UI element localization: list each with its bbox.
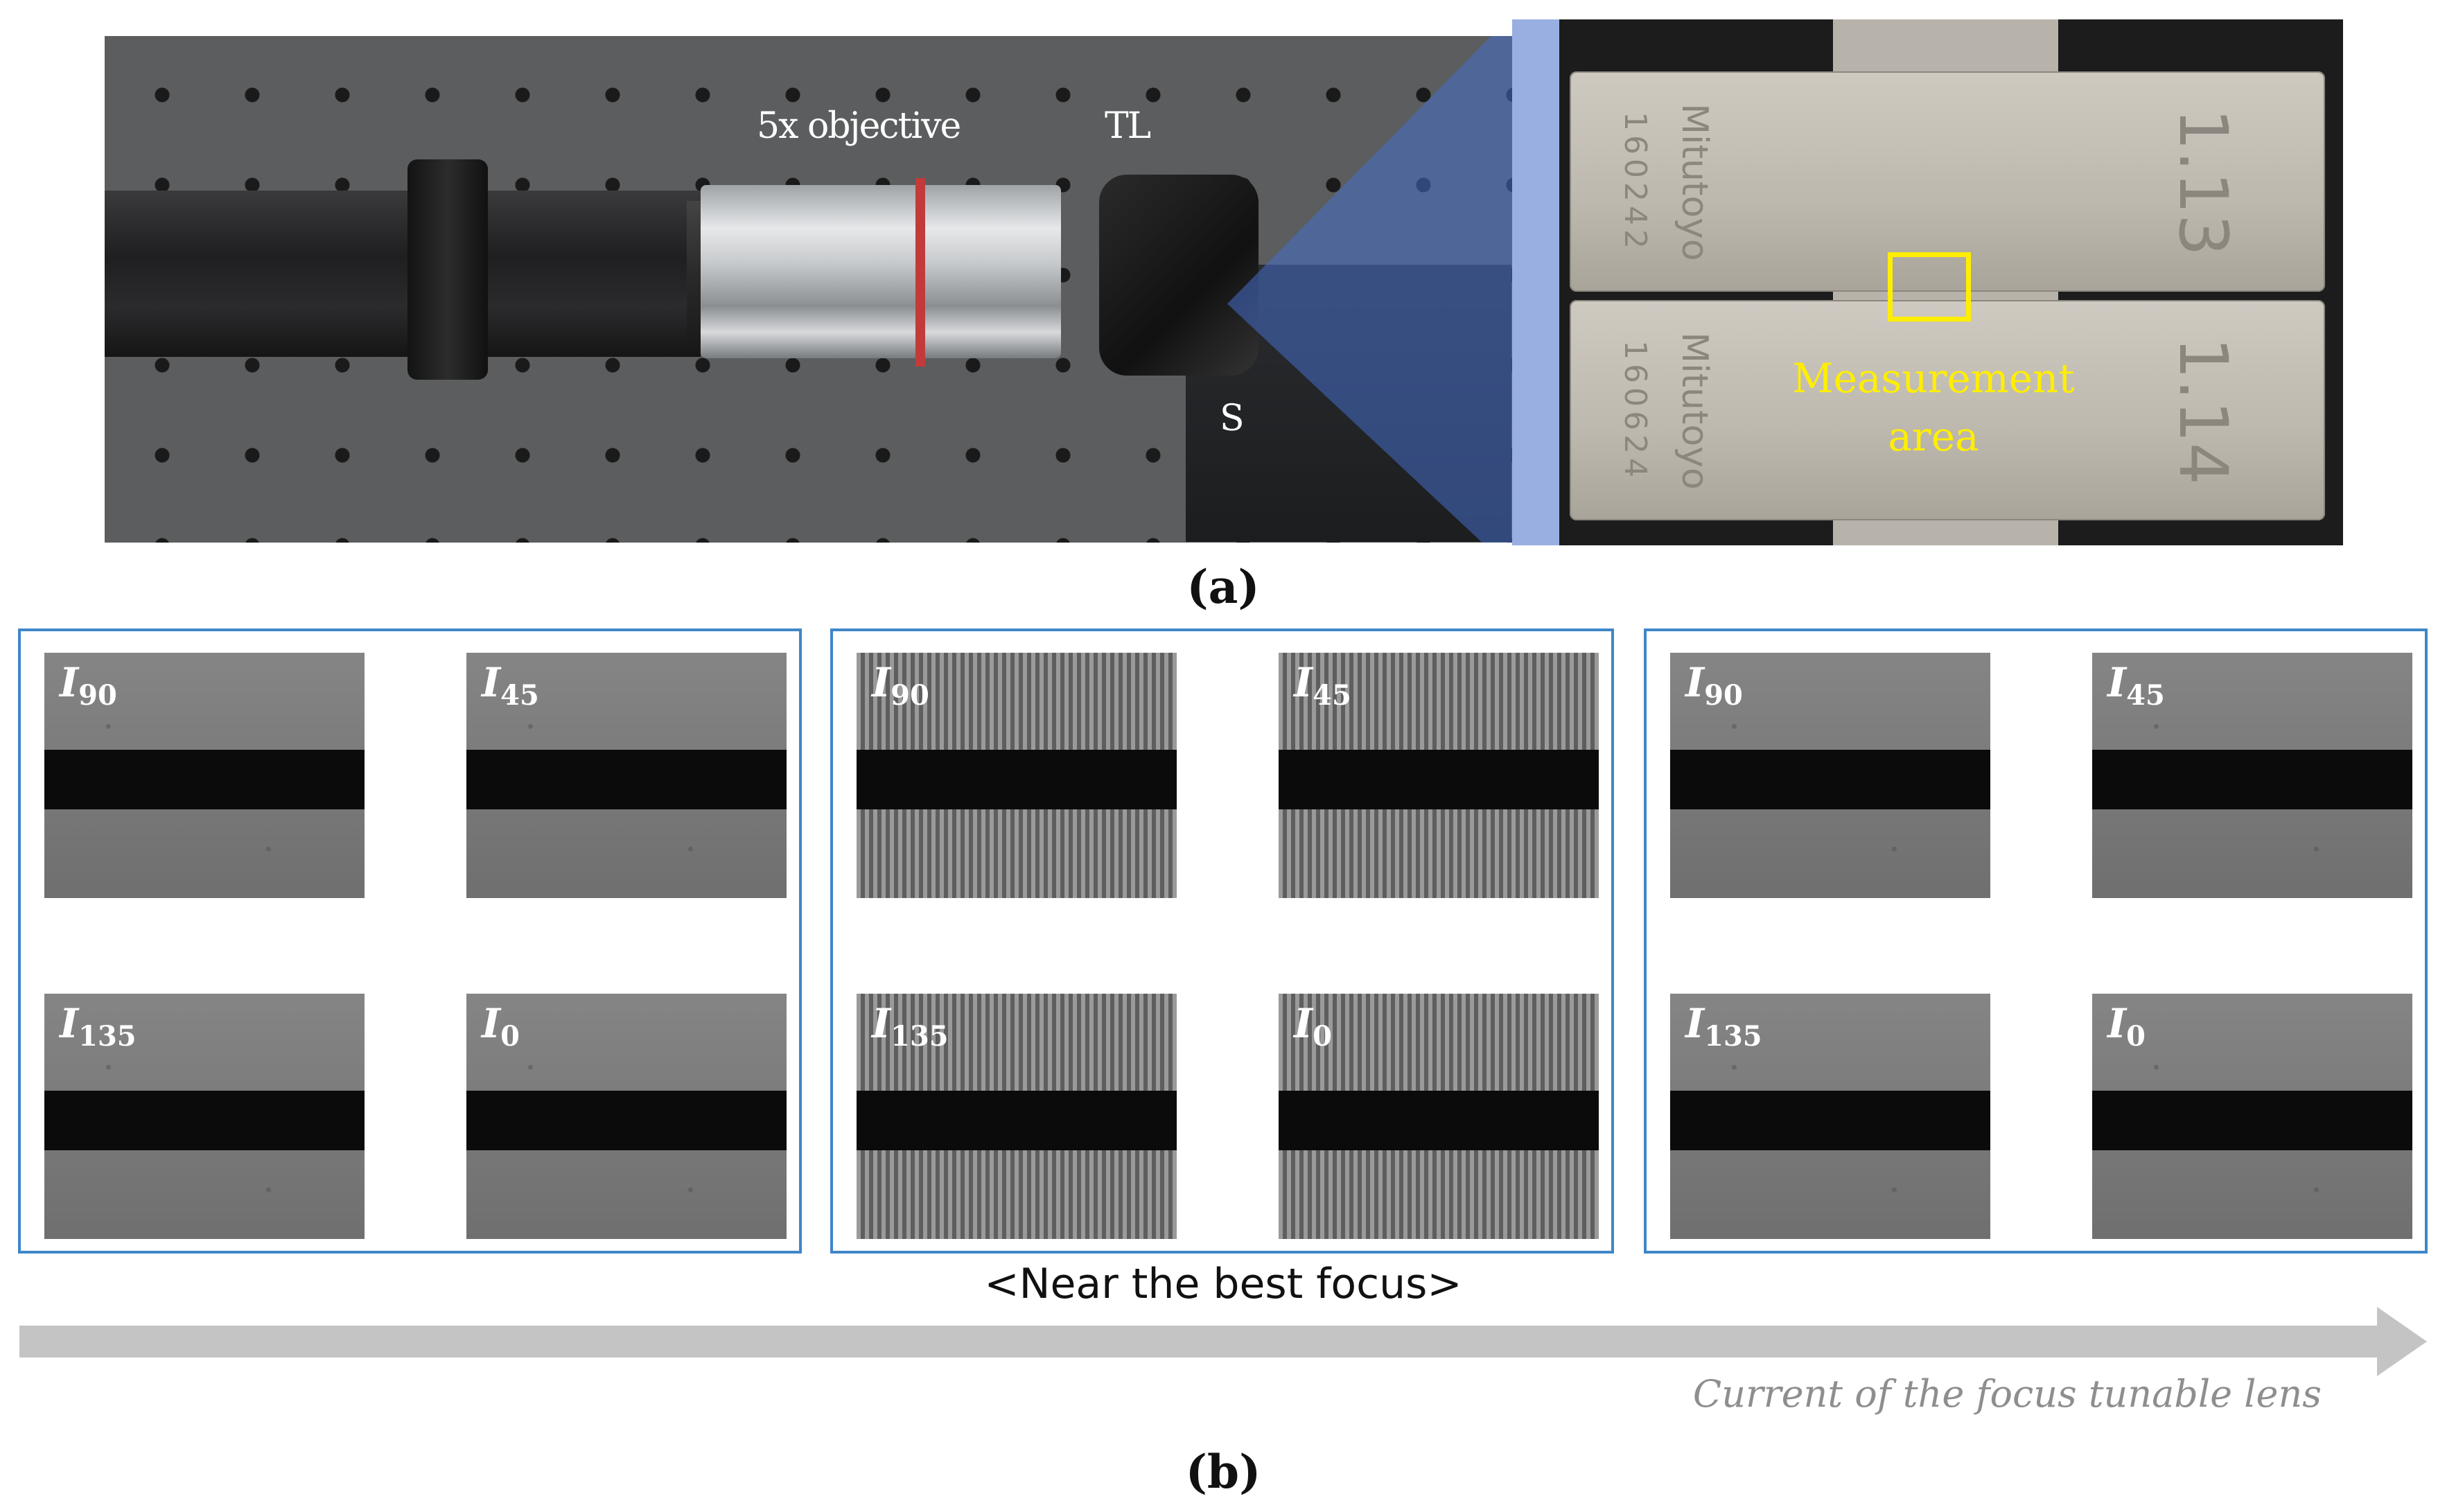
panel-a-caption: (a) [1186,560,1260,614]
intensity-symbol: I [482,659,501,706]
gauge-gap-band [857,750,1177,809]
intensity-symbol: I [1294,1000,1313,1047]
gauge-gap-band [1670,750,1990,809]
tube-lens-mount [1099,175,1258,376]
tube-lens-label: TL [1105,105,1151,147]
gauge-gap-band [466,750,787,809]
polarization-image-90: I90 [857,653,1177,898]
intensity-symbol: I [2107,1000,2127,1047]
gauge-block-lower-brand: Mitutoyo [1674,332,1715,490]
polarization-label: I45 [2107,662,2165,710]
gauge-block-photo: Mitutoyo 160242 1.13 Mitutoyo 160624 1.1… [1559,19,2343,545]
polarization-angle: 90 [891,679,929,712]
objective-red-ring [915,178,925,367]
polarization-angle: 45 [1313,679,1351,712]
polarization-label: I135 [872,1003,949,1051]
intensity-symbol: I [482,1000,501,1047]
gauge-gap-band [44,1091,365,1150]
polarization-label: I0 [2107,1003,2146,1051]
gauge-block-upper-brand: Mitutoyo [1674,103,1715,261]
polarization-image-45: I45 [2092,653,2412,898]
intensity-symbol: I [1294,659,1313,706]
measurement-label-line2: area [1888,413,1979,460]
near-best-focus-caption: <Near the best focus> [984,1260,1462,1308]
intensity-symbol: I [60,659,79,706]
polarization-angle: 45 [2126,679,2165,712]
intensity-symbol: I [2107,659,2127,706]
measurement-label-line1: Measurement [1792,355,2075,402]
intensity-symbol: I [872,1000,891,1047]
intensity-symbol: I [1685,659,1705,706]
gauge-block-upper-size: 1.13 [2164,108,2242,256]
polarization-angle: 0 [1313,1020,1332,1053]
measurement-area-box [1888,252,1971,322]
gauge-gap-band [857,1091,1177,1150]
polarization-angle: 0 [500,1020,520,1053]
focus-arrow-head [2377,1307,2427,1376]
polarization-angle: 0 [2126,1020,2146,1053]
gauge-block-upper-serial: 160242 [1617,112,1653,253]
polarization-label: I0 [482,1003,520,1051]
tube-clamp [407,159,488,380]
polarization-image-90: I90 [1670,653,1990,898]
intensity-symbol: I [872,659,891,706]
gauge-gap-band [466,1091,787,1150]
polarization-image-0: I0 [2092,994,2412,1239]
objective-lens [701,185,1061,358]
polarization-label: I0 [1294,1003,1332,1051]
polarization-angle: 90 [78,679,117,712]
polarization-image-135: I135 [44,994,365,1239]
polarization-label: I90 [872,662,929,710]
measurement-area-label: Measurement area [1760,349,2107,466]
polarization-label: I135 [1685,1003,1762,1051]
polarization-label: I135 [60,1003,137,1051]
polarization-angle: 135 [1704,1020,1762,1053]
gauge-block-lower: Mitutoyo 160624 1.14 [1570,300,2325,520]
polarization-label: I90 [1685,662,1743,710]
panel-b-caption: (b) [1185,1445,1261,1499]
sample-label: S [1220,398,1245,439]
focus-arrow-label: Current of the focus tunable lens [1692,1372,2322,1416]
gauge-gap-band [2092,1091,2412,1150]
polarization-angle: 135 [891,1020,949,1053]
polarization-angle: 45 [500,679,539,712]
gauge-gap-band [1670,1091,1990,1150]
focus-arrow-shaft [19,1326,2383,1357]
gauge-gap-band [1279,1091,1599,1150]
polarization-label: I45 [482,662,539,710]
polarization-label: I45 [1294,662,1351,710]
gauge-gap-band [1279,750,1599,809]
polarization-image-135: I135 [1670,994,1990,1239]
objective-label: 5x objective [757,105,961,147]
polarization-image-90: I90 [44,653,365,898]
polarization-label: I90 [60,662,117,710]
intensity-symbol: I [60,1000,79,1047]
polarization-image-0: I0 [1279,994,1599,1239]
polarization-image-45: I45 [466,653,787,898]
gauge-gap-band [2092,750,2412,809]
polarization-angle: 135 [78,1020,137,1053]
polarization-image-45: I45 [1279,653,1599,898]
zoom-connector [1512,19,1561,545]
gauge-block-lower-serial: 160624 [1617,340,1653,482]
polarization-image-135: I135 [857,994,1177,1239]
intensity-symbol: I [1685,1000,1705,1047]
gauge-gap-band [44,750,365,809]
lens-tube [105,191,701,357]
polarization-image-0: I0 [466,994,787,1239]
gauge-block-lower-size: 1.14 [2164,337,2242,485]
polarization-angle: 90 [1704,679,1743,712]
setup-photo: 5x objective TL S [105,36,1512,543]
